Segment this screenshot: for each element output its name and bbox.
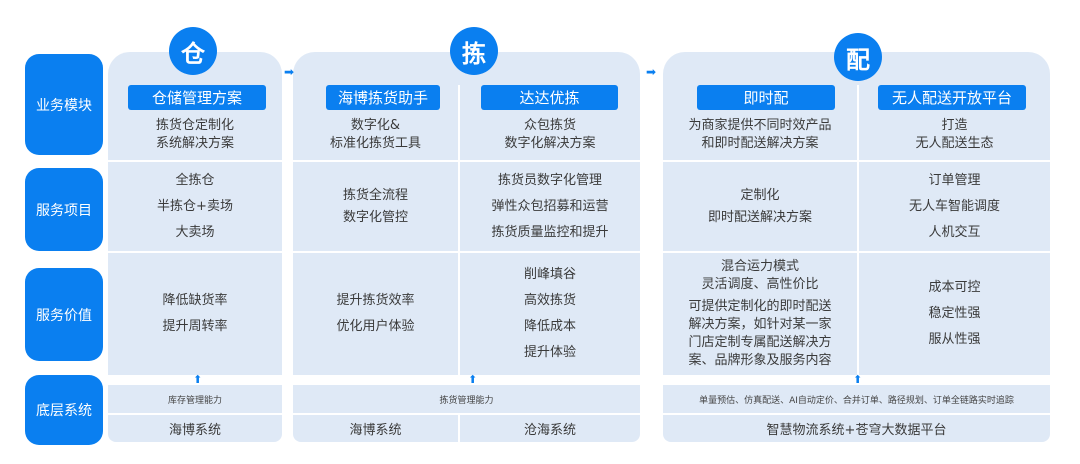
system-label: 海博系统 bbox=[168, 423, 221, 438]
arrow-up-icon: ⬆ bbox=[853, 373, 863, 386]
stage-warehouse-badge: 仓 bbox=[169, 27, 217, 75]
service-items: 全拣仓 半拣仓+卖场 大卖场 bbox=[157, 172, 233, 240]
service-items: 拣货全流程 数字化管控 bbox=[342, 187, 408, 225]
stage-picking-badge: 拣 bbox=[450, 27, 498, 75]
row-label-service-items: 服务项目 bbox=[25, 168, 103, 251]
module-desc: 拣货仓定制化 系统解决方案 bbox=[155, 118, 234, 151]
module-desc: 为商家提供不同时效产品 和即时配送解决方案 bbox=[688, 118, 832, 151]
capability-label: 单量预估、仿真配送、AI自动定价、合并订单、路径规划、订单全链路实时追踪 bbox=[699, 395, 1014, 406]
row-gap bbox=[108, 375, 1050, 385]
system-label: 智慧物流系统+苍穹大数据平台 bbox=[766, 423, 947, 438]
module-desc: 众包拣货 数字化解决方案 bbox=[504, 118, 596, 151]
heading-dada-picking: 达达优拣 bbox=[481, 85, 618, 110]
module-desc: 打造 无人配送生态 bbox=[915, 118, 994, 151]
service-values: 提升拣货效率 优化用户体验 bbox=[336, 293, 415, 334]
capability-label: 库存管理能力 bbox=[167, 395, 222, 406]
module-desc: 数字化& 标准化拣货工具 bbox=[329, 118, 421, 151]
row-label-service-value: 服务价值 bbox=[25, 268, 103, 361]
service-values: 成本可控 稳定性强 服从性强 bbox=[928, 280, 981, 347]
arrow-up-icon: ⬆ bbox=[193, 373, 203, 386]
service-items: 定制化 即时配送解决方案 bbox=[707, 187, 812, 225]
service-values: 可提供定制化的即时配送 解决方案，如针对某一家 门店定制专属配送解决方 案、品牌… bbox=[688, 299, 832, 368]
service-values: 降低缺货率 提升周转率 bbox=[162, 293, 228, 334]
heading-unmanned-platform: 无人配送开放平台 bbox=[878, 85, 1026, 110]
system-label: 沧海系统 bbox=[523, 423, 576, 438]
column-divider bbox=[458, 85, 460, 375]
row-divider bbox=[108, 413, 1050, 415]
row-divider bbox=[108, 251, 1050, 253]
arrow-right-icon: ➡ bbox=[284, 65, 295, 79]
system-label: 海博系统 bbox=[349, 423, 402, 438]
capability-label: 拣货管理能力 bbox=[439, 395, 494, 406]
arrow-right-icon: ➡ bbox=[646, 65, 657, 79]
stage-delivery-badge: 配 bbox=[834, 33, 882, 81]
column-divider bbox=[857, 85, 859, 375]
column-divider bbox=[458, 415, 460, 442]
heading-warehouse-solution: 仓储管理方案 bbox=[128, 85, 266, 110]
service-items: 订单管理 无人车智能调度 人机交互 bbox=[908, 172, 1000, 240]
service-values: 削峰填谷 高效拣货 降低成本 提升体验 bbox=[523, 267, 576, 360]
service-items: 拣货员数字化管理 弹性众包招募和运营 拣货质量监控和提升 bbox=[491, 172, 609, 240]
heading-instant-delivery: 即时配 bbox=[697, 85, 835, 110]
row-divider bbox=[108, 160, 1050, 162]
row-label-base-system: 底层系统 bbox=[25, 375, 103, 445]
arrow-up-icon: ⬆ bbox=[468, 373, 478, 386]
service-values-mode: 混合运力模式 灵活调度、高性价比 bbox=[701, 259, 819, 292]
heading-haibo-picking: 海博拣货助手 bbox=[326, 85, 440, 110]
row-label-business-module: 业务模块 bbox=[25, 54, 103, 155]
